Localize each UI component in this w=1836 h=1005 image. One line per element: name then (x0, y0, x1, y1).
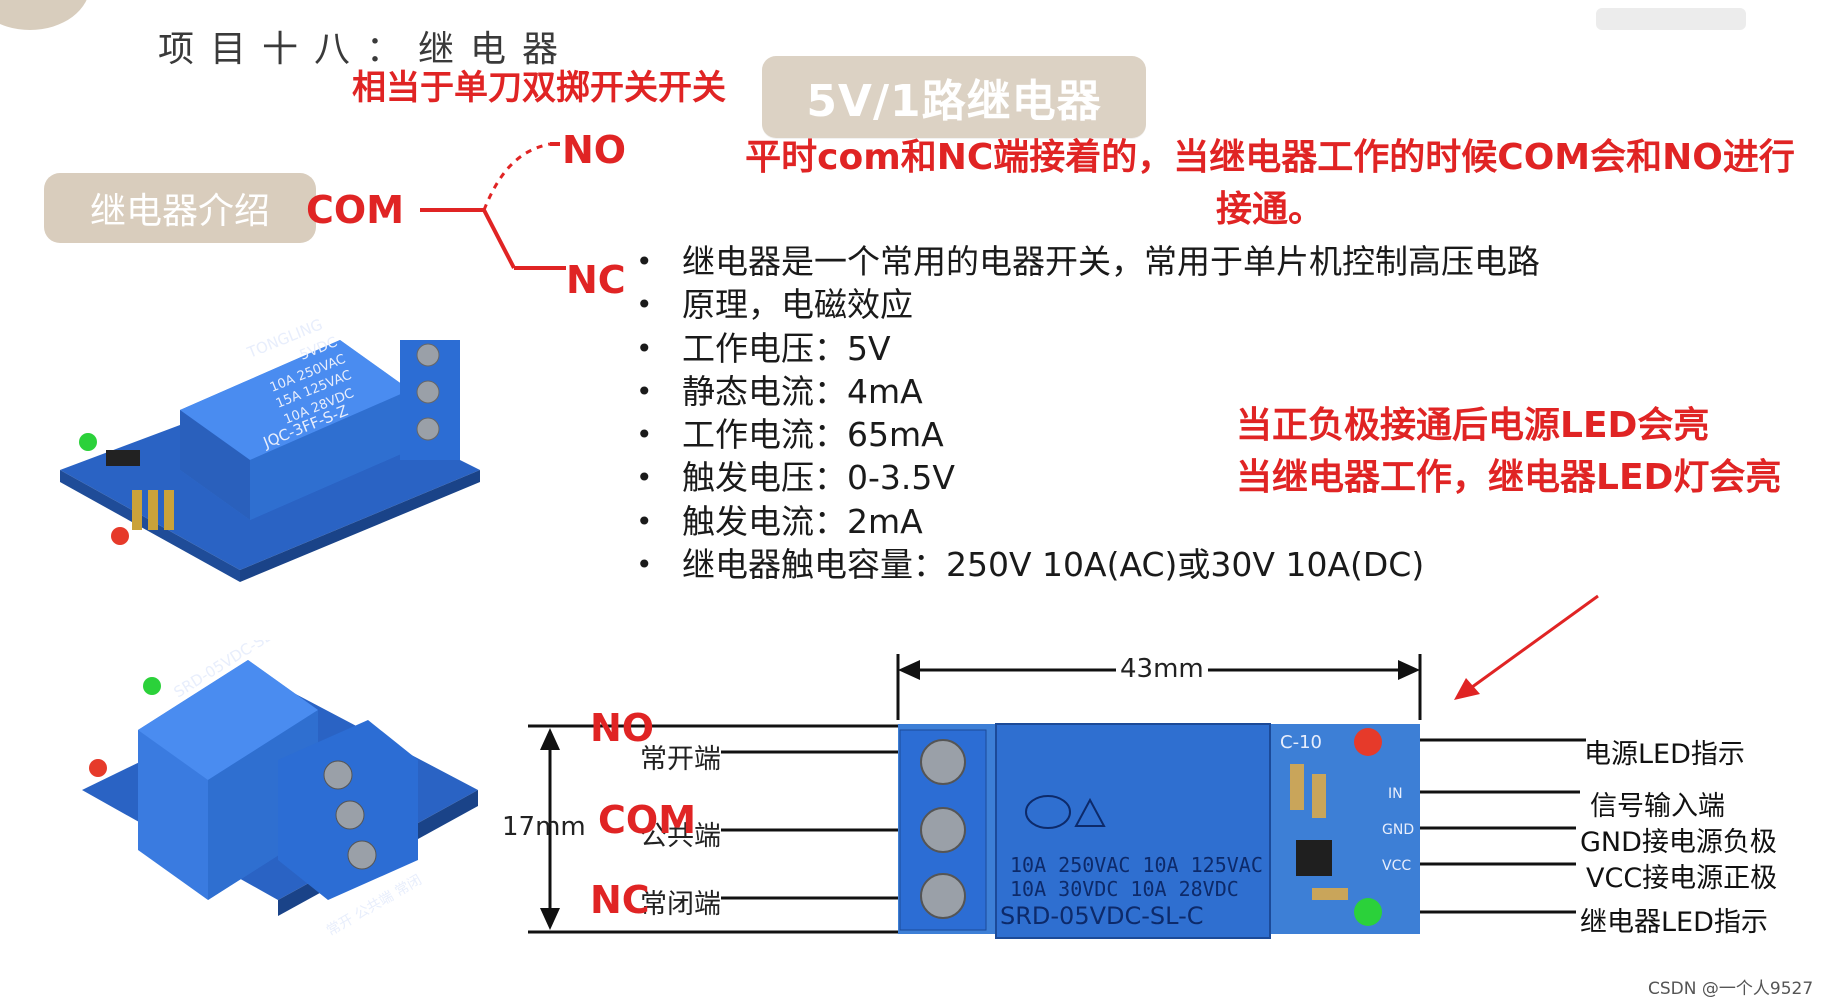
pin-red-com: COM (598, 798, 697, 842)
pin-in-label: IN (1388, 786, 1403, 802)
width-dimension-label: 43mm (1116, 654, 1208, 684)
pin-label-normally-open: 常开端 (640, 737, 721, 776)
spec-item: 原理，电磁效应 (636, 283, 1540, 327)
spec-item: 继电器触电容量：250V 10A(AC)或30V 10A(DC) (636, 543, 1540, 587)
spec-item: 静态电流：4mA (636, 370, 1540, 414)
relay-dimension-diagram: 10A 250VAC 10A 125VAC 10A 30VDC 10A 28VD… (528, 654, 1586, 939)
spec-item: 工作电流：65mA (636, 413, 1540, 457)
pin-gnd-label: GND (1382, 822, 1414, 838)
bilibili-logo-watermark (1596, 8, 1746, 30)
spec-item: 继电器是一个常用的电器开关，常用于单片机控制高压电路 (636, 240, 1540, 284)
csdn-watermark: CSDN @一个人9527 (1648, 979, 1814, 999)
course-title: 项目十八：继电器 (158, 29, 575, 70)
pin-red-no: NO (590, 706, 655, 750)
led-annotation: 当正负极接通后电源LED会亮 当继电器工作，继电器LED灯会亮 (1236, 400, 1781, 504)
com-nc-annotation: 平时com和NC端接着的，当继电器工作的时候COM会和NO进行接通。 (745, 137, 1795, 230)
led-note-line2: 当继电器工作，继电器LED灯会亮 (1236, 457, 1782, 498)
spec-item: 工作电压：5V (636, 327, 1540, 371)
relay-model-label: SRD-05VDC-SL-C (1000, 902, 1204, 930)
switch-label-com: COM (306, 188, 405, 232)
pin-label-gnd: GND接电源负极 (1580, 827, 1777, 858)
relay-rating-line-2: 10A 30VDC 10A 28VDC (1010, 877, 1239, 901)
pin-label-vcc: VCC接电源正极 (1586, 863, 1778, 894)
spec-item: 触发电压：0-3.5V (636, 456, 1540, 500)
led-note-line1: 当正负极接通后电源LED会亮 (1236, 405, 1710, 446)
pin-vcc-label: VCC (1382, 858, 1411, 874)
pin-label-signal-in: 信号输入端 (1590, 791, 1725, 822)
pin-label-relay-led: 继电器LED指示 (1580, 907, 1768, 938)
height-dimension-label: 17mm (502, 812, 586, 842)
spdt-annotation: 相当于单刀双掷开关开关 (352, 68, 726, 108)
pin-label-normally-closed: 常闭端 (640, 882, 721, 921)
switch-sketch (420, 142, 566, 270)
switch-label-nc: NC (566, 258, 626, 302)
decorative-circle (0, 0, 90, 30)
relay-module-photo-1: TONGLING 5VDC 10A 250VAC 15A 125VAC 10A … (60, 315, 480, 582)
switch-label-no: NO (562, 128, 627, 172)
pin-label-common: 公共端 (640, 814, 721, 853)
relay-rating-line-1: 10A 250VAC 10A 125VAC (1010, 853, 1263, 877)
spec-list: 继电器是一个常用的电器开关，常用于单片机控制高压电路 原理，电磁效应 工作电压：… (636, 240, 1540, 587)
spec-item: 触发电流：2mA (636, 500, 1540, 544)
pin-label-power-led: 电源LED指示 (1584, 739, 1745, 770)
relay-module-photo-2: SRD-05VDC-SL-C 常开 公共端 常闭 (82, 640, 478, 939)
relay-intro-badge: 继电器介绍 (44, 173, 316, 243)
relay-type-badge: 5V/1路继电器 (762, 56, 1146, 138)
board-code-label: C-10 (1280, 732, 1322, 753)
pin-red-nc: NC (590, 878, 650, 922)
red-arrow (1454, 594, 1599, 700)
